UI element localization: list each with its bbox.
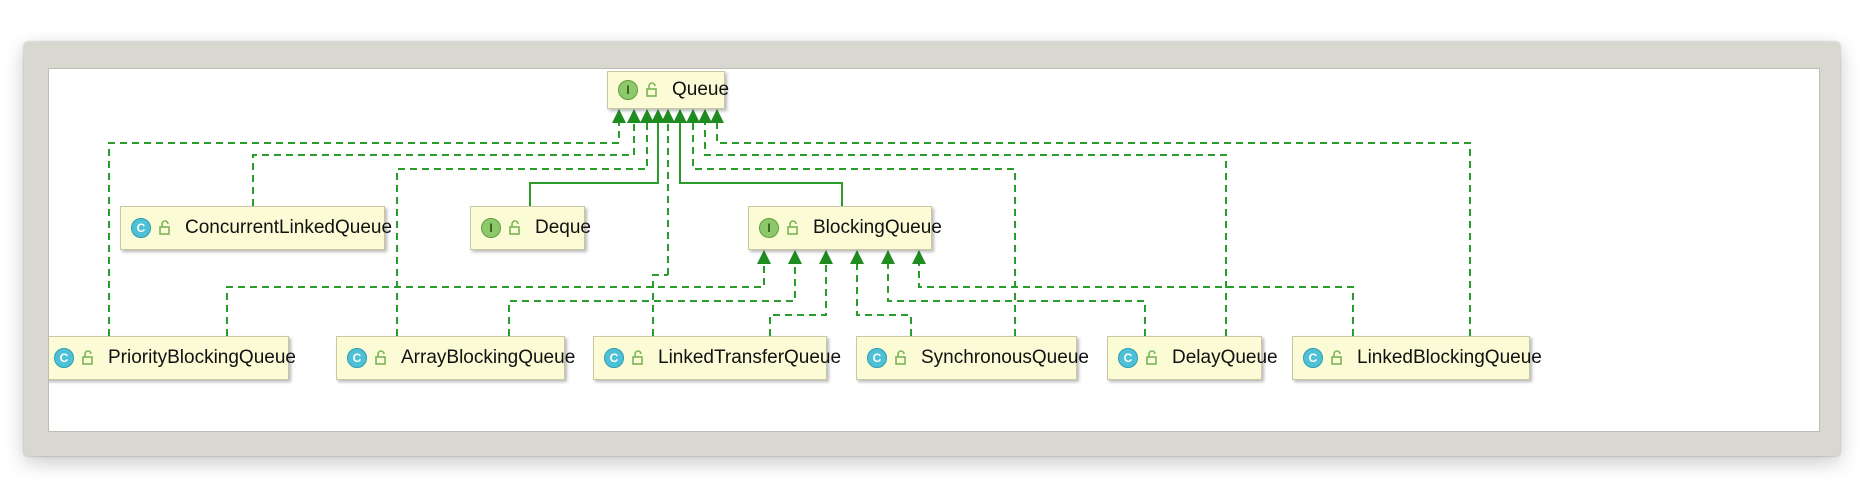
node-linked-transfer-queue[interactable]: C LinkedTransferQueue [593, 336, 841, 380]
class-icon: C [1303, 348, 1323, 368]
arrowhead-to-blocking-queue [757, 250, 771, 264]
node-array-blocking-queue[interactable]: C ArrayBlockingQueue [336, 336, 575, 380]
public-lock-icon [375, 350, 386, 365]
relations-layer [108, 109, 1471, 336]
node-label: Deque [535, 217, 591, 238]
node-deque[interactable]: I Deque [470, 206, 591, 250]
diagram-canvas: I Queue C ConcurrentLinkedQueue I Deque … [48, 68, 1820, 432]
node-label: ConcurrentLinkedQueue [185, 217, 393, 238]
public-lock-icon [787, 220, 798, 235]
arrowhead-to-blocking-queue [819, 250, 833, 264]
node-label: DelayQueue [1172, 347, 1278, 368]
edge-delay-queue-to-queue [704, 120, 1227, 336]
arrowhead-to-queue [651, 109, 665, 123]
edge-priority-blocking-queue-to-blocking-queue [226, 264, 765, 336]
arrowhead-to-queue [640, 109, 654, 123]
edge-linked-transfer-queue-to-blocking-queue [652, 274, 668, 336]
public-lock-icon [632, 350, 643, 365]
node-concurrent-linked-queue[interactable]: C ConcurrentLinkedQueue [120, 206, 392, 250]
edge-priority-blocking-queue-to-queue [108, 120, 620, 336]
node-label: ArrayBlockingQueue [401, 347, 576, 368]
arrowhead-to-blocking-queue [881, 250, 895, 264]
public-lock-icon [159, 220, 170, 235]
edge-linked-blocking-queue-to-blocking-queue [918, 264, 1354, 336]
node-queue[interactable]: I Queue [607, 71, 729, 109]
arrowhead-to-queue [698, 109, 712, 123]
node-label: LinkedBlockingQueue [1357, 347, 1542, 368]
public-lock-icon [509, 220, 520, 235]
edge-synchronous-queue-to-blocking-queue [856, 264, 912, 336]
edge-synchronous-queue-to-queue [692, 120, 1016, 336]
edge-delay-queue-to-blocking-queue [887, 264, 1146, 336]
arrowhead-to-blocking-queue [912, 250, 926, 264]
edge-blocking-queue-to-queue [679, 120, 843, 206]
arrowhead-to-blocking-queue [850, 250, 864, 264]
node-label: BlockingQueue [813, 217, 942, 238]
arrowhead-to-queue [612, 109, 626, 123]
public-lock-icon [82, 350, 93, 365]
edge-array-blocking-queue-to-blocking-queue [508, 264, 796, 336]
node-blocking-queue[interactable]: I BlockingQueue [748, 206, 942, 250]
interface-icon: I [618, 80, 638, 100]
edge-linked-transfer-queue-to-blocking-queue [769, 264, 827, 336]
node-synchronous-queue[interactable]: C SynchronousQueue [856, 336, 1089, 380]
class-icon: C [1118, 348, 1138, 368]
interface-icon: I [481, 218, 501, 238]
node-label: SynchronousQueue [921, 347, 1089, 368]
edge-linked-blocking-queue-to-queue [716, 120, 1471, 336]
class-icon: C [867, 348, 887, 368]
arrowhead-to-queue [686, 109, 700, 123]
node-priority-blocking-queue[interactable]: C PriorityBlockingQueue [49, 336, 296, 380]
edge-deque-to-queue [529, 120, 659, 206]
class-icon: C [54, 348, 74, 368]
class-icon: C [131, 218, 151, 238]
diagram-window-frame: I Queue C ConcurrentLinkedQueue I Deque … [24, 42, 1840, 456]
public-lock-icon [895, 350, 906, 365]
class-icon: C [604, 348, 624, 368]
arrowhead-to-queue [710, 109, 724, 123]
public-lock-icon [1331, 350, 1342, 365]
interface-icon: I [759, 218, 779, 238]
arrowhead-to-blocking-queue [788, 250, 802, 264]
public-lock-icon [646, 82, 657, 97]
node-linked-blocking-queue[interactable]: C LinkedBlockingQueue [1292, 336, 1542, 380]
arrowhead-to-queue [673, 109, 687, 123]
class-icon: C [347, 348, 367, 368]
arrowhead-to-queue [661, 109, 675, 123]
node-label: Queue [672, 79, 730, 100]
node-label: LinkedTransferQueue [658, 347, 842, 368]
node-delay-queue[interactable]: C DelayQueue [1107, 336, 1278, 380]
edge-array-blocking-queue-to-queue [396, 120, 648, 336]
public-lock-icon [1146, 350, 1157, 365]
node-label: PriorityBlockingQueue [108, 347, 296, 368]
edge-concurrent-linked-queue-to-queue [252, 120, 635, 206]
arrowhead-to-queue [627, 109, 641, 123]
